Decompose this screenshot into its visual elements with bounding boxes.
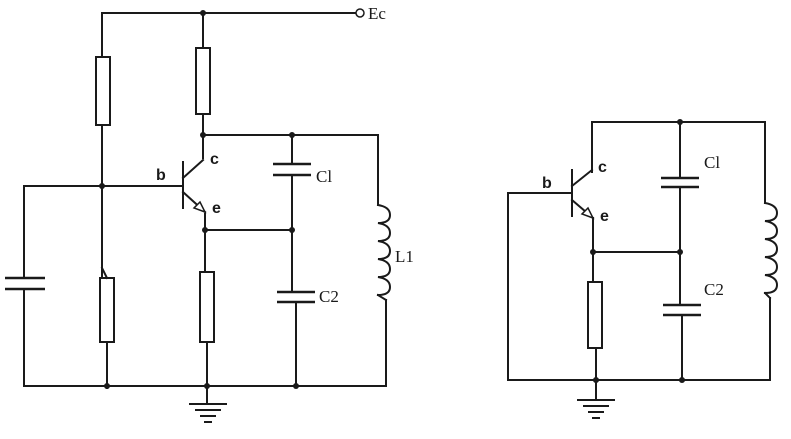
- left-emitter-resistor: [199, 271, 215, 343]
- left-junction-dot: [293, 383, 299, 389]
- left-bias-resistor-bottom: [99, 277, 115, 343]
- left-bias-resistor-top: [95, 56, 111, 126]
- left-junction-dot: [202, 227, 208, 233]
- left-supply-label: Ec: [368, 4, 386, 23]
- left-junction-dot: [99, 183, 105, 189]
- left-junction-dot: [200, 10, 206, 16]
- right-junction-dot: [677, 119, 683, 125]
- right-circuit: b c e Cl C2: [507, 119, 779, 419]
- left-junction-dot: [289, 227, 295, 233]
- right-ground-icon: [577, 379, 615, 419]
- left-l1-wire-bottom: [376, 293, 388, 302]
- right-transistor: [570, 168, 595, 220]
- right-junction-dot: [679, 377, 685, 383]
- right-base-label: b: [542, 175, 552, 192]
- left-transistor: [181, 158, 207, 214]
- right-emitter-resistor: [587, 281, 603, 349]
- left-inductor-l1: [376, 203, 392, 297]
- left-circuit: Ec L1 Cl C2: [5, 4, 414, 423]
- right-emitter-label: e: [600, 208, 609, 225]
- left-base-label: b: [156, 167, 166, 184]
- left-junction-dot: [204, 383, 210, 389]
- left-c2-label: C2: [319, 287, 339, 306]
- right-inductor: [763, 201, 779, 295]
- left-c1-label: Cl: [316, 167, 332, 186]
- right-c2-label: C2: [704, 280, 724, 299]
- left-collector-resistor: [195, 47, 211, 115]
- right-junction-dot: [590, 249, 596, 255]
- left-junction-dot: [289, 132, 295, 138]
- left-emitter-label: e: [212, 200, 221, 217]
- right-c1-label: Cl: [704, 153, 720, 172]
- left-ground-icon: [189, 385, 227, 423]
- left-junction-dot: [104, 383, 110, 389]
- left-supply-terminal: [355, 8, 365, 18]
- right-junction-dot: [593, 377, 599, 383]
- left-r2-wire-top: [100, 266, 109, 280]
- left-collector-label: c: [210, 151, 219, 168]
- right-collector-label: c: [598, 159, 607, 176]
- right-junction-dot: [677, 249, 683, 255]
- left-l1-label: L1: [395, 247, 414, 266]
- left-junction-dot: [200, 132, 206, 138]
